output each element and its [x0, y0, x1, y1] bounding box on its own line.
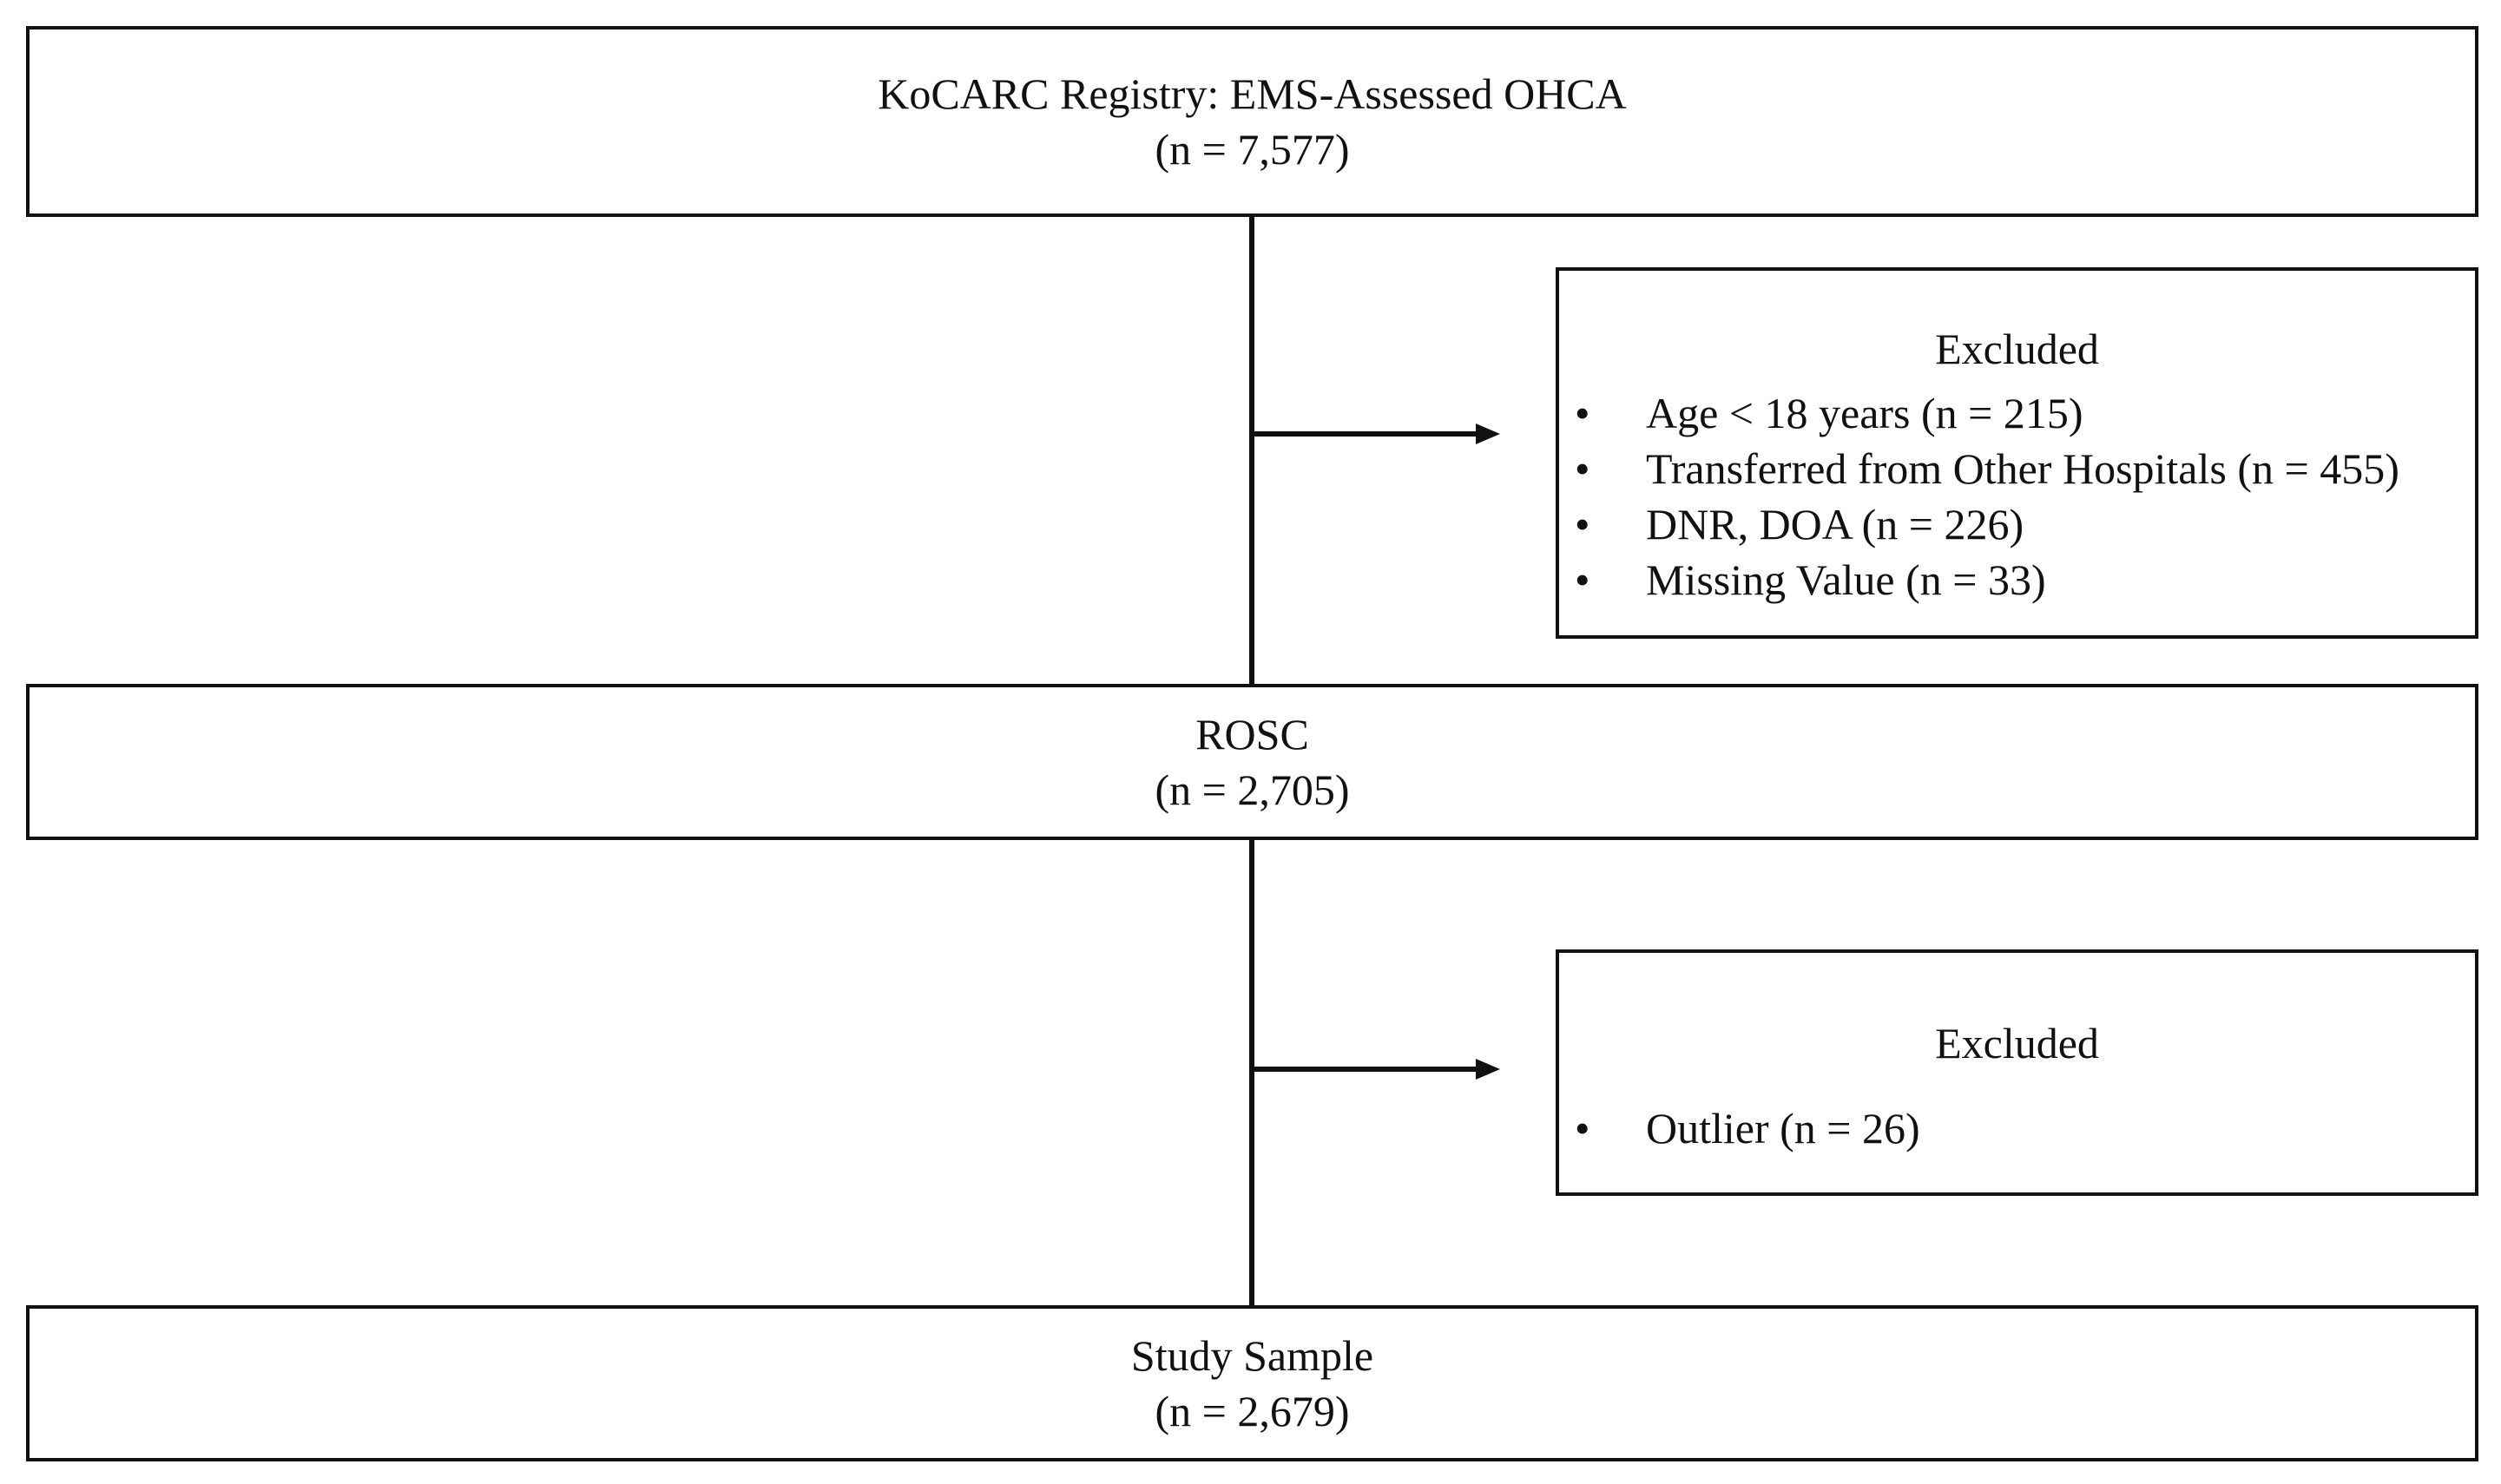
- bullet-dot: •: [1575, 444, 1590, 493]
- study-sample-title: Study Sample: [1130, 1331, 1374, 1380]
- exclusion-2-title: Excluded: [1935, 1019, 2099, 1067]
- exclusion-item-text: Missing Value (n = 33): [1646, 555, 2046, 604]
- exclusion-box-1: Excluded • Age < 18 years (n = 215) • Tr…: [1556, 267, 2478, 639]
- bullet-dot: •: [1575, 555, 1590, 604]
- exclusion-item-text: DNR, DOA (n = 226): [1646, 500, 2024, 548]
- connector-rosc-to-study: [1249, 838, 1254, 1309]
- bullet-dot: •: [1575, 389, 1590, 437]
- exclusion-item-text: Age < 18 years (n = 215): [1646, 389, 2083, 437]
- list-item: • Outlier (n = 26): [1559, 1100, 2475, 1156]
- study-sample-box: Study Sample (n = 2,679): [26, 1305, 2478, 1461]
- exclusion-2-list: • Outlier (n = 26): [1559, 1100, 2475, 1156]
- exclusion-item-text: Outlier (n = 26): [1646, 1104, 1920, 1152]
- rosc-box: ROSC (n = 2,705): [26, 684, 2478, 840]
- list-item: • Transferred from Other Hospitals (n = …: [1559, 441, 2475, 496]
- arrowhead-exclusion-2: [1476, 1059, 1500, 1080]
- study-sample-count: (n = 2,679): [1155, 1387, 1350, 1435]
- registry-count: (n = 7,577): [1155, 125, 1350, 174]
- bullet-dot: •: [1575, 500, 1590, 548]
- rosc-count: (n = 2,705): [1155, 765, 1350, 814]
- exclusion-box-2: Excluded • Outlier (n = 26): [1556, 949, 2478, 1196]
- registry-title: KoCARC Registry: EMS-Assessed OHCA: [878, 69, 1627, 118]
- exclusion-item-text: Transferred from Other Hospitals (n = 45…: [1646, 444, 2399, 493]
- arrowhead-exclusion-1: [1476, 424, 1500, 444]
- exclusion-1-title: Excluded: [1935, 325, 2099, 373]
- connector-registry-to-rosc: [1249, 217, 1254, 687]
- list-item: • Missing Value (n = 33): [1559, 552, 2475, 607]
- rosc-title: ROSC: [1195, 710, 1309, 758]
- bullet-dot: •: [1575, 1104, 1590, 1152]
- list-item: • Age < 18 years (n = 215): [1559, 385, 2475, 441]
- registry-box: KoCARC Registry: EMS-Assessed OHCA (n = …: [26, 26, 2478, 217]
- exclusion-1-list: • Age < 18 years (n = 215) • Transferred…: [1559, 385, 2475, 607]
- list-item: • DNR, DOA (n = 226): [1559, 496, 2475, 552]
